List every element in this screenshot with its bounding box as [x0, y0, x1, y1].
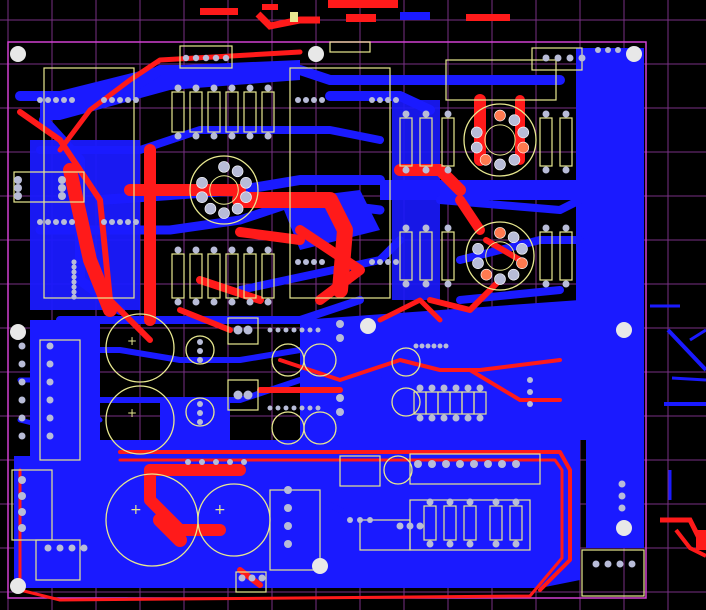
svg-text:+: +: [127, 406, 137, 420]
off-board-traces-top: [200, 0, 510, 30]
svg-text:+: +: [214, 502, 226, 518]
capacitors: + + + +: [105, 313, 421, 567]
mounting-holes: [10, 46, 642, 594]
silkscreen-outlines: [11, 41, 645, 597]
svg-text:+: +: [130, 502, 142, 518]
resistor-array: [171, 84, 573, 548]
off-board-traces-right: [650, 304, 706, 558]
tube-sockets: [189, 103, 537, 291]
component-pads: [14, 47, 636, 582]
svg-text:+: +: [127, 334, 137, 348]
